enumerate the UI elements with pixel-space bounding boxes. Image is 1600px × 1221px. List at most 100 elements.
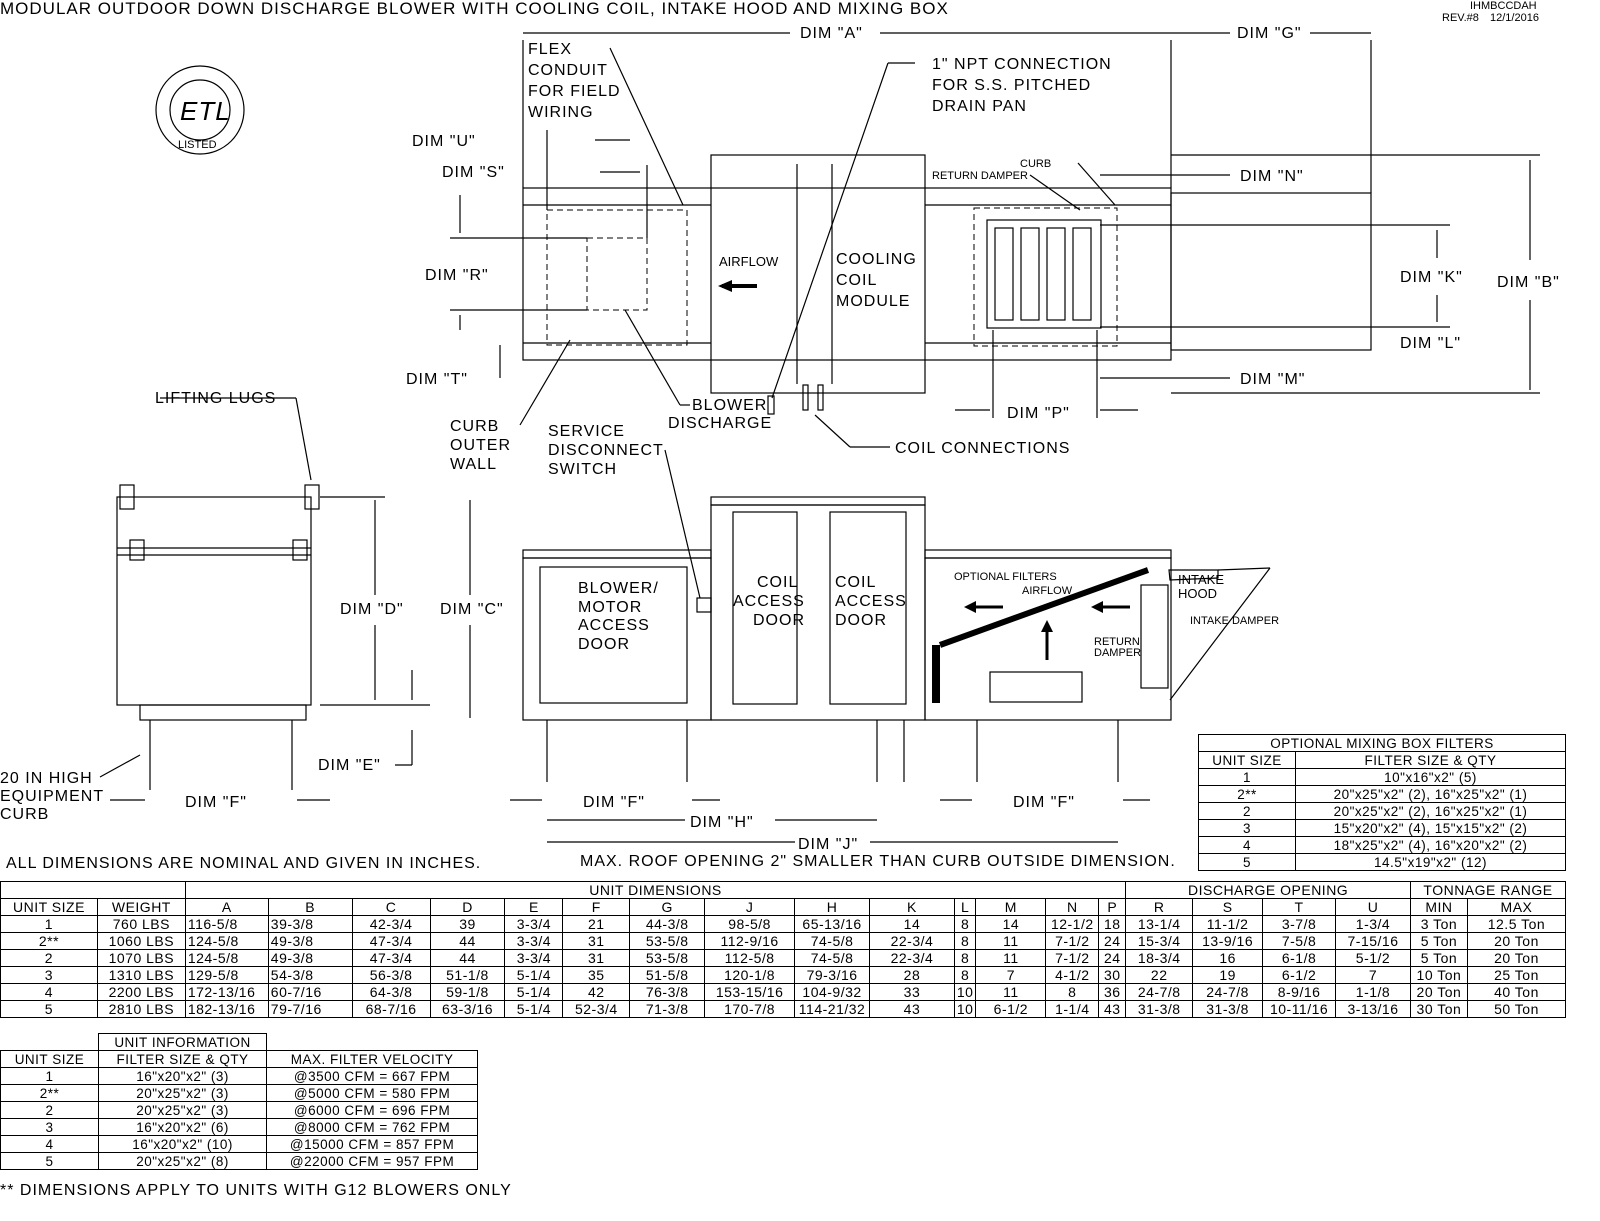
table-cell: 44: [429, 949, 506, 967]
table-cell: 112-5/8: [704, 949, 796, 967]
table-cell: 12-1/2: [1045, 915, 1100, 933]
dim-b-label: DIM "B": [1497, 274, 1560, 291]
table-cell: 31: [562, 949, 631, 967]
table-cell: 40 Ton: [1466, 983, 1567, 1001]
column-header: A: [184, 898, 269, 916]
table-cell: 3 Ton: [1409, 915, 1468, 933]
table-cell: 3: [0, 1118, 99, 1136]
intake-damper-label: INTAKE DAMPER: [1190, 615, 1279, 627]
table-cell: 19: [1192, 966, 1264, 984]
coil-access-door-label-left-2: ACCESS: [733, 593, 805, 610]
table-cell: 11: [975, 983, 1047, 1001]
table-cell: 2: [0, 949, 98, 967]
table-cell: 8-9/16: [1262, 983, 1337, 1001]
column-header: B: [267, 898, 353, 916]
table-cell: 8: [953, 966, 977, 984]
group-header: UNIT DIMENSIONS: [184, 881, 1127, 899]
table-cell: @15000 CFM = 857 FPM: [266, 1135, 478, 1153]
table-cell: 3-3/4: [504, 932, 564, 950]
table-cell: 16"x20"x2" (6): [97, 1118, 268, 1136]
table-cell: 1070 LBS: [96, 949, 186, 967]
table-cell: 11: [975, 932, 1047, 950]
table-cell: 39: [429, 915, 506, 933]
table-cell: 7-1/2: [1045, 932, 1100, 950]
curb-outer-wall-label: CURB: [450, 418, 499, 435]
header-row: OPTIONAL MIXING BOX FILTERS: [1198, 734, 1566, 752]
table-cell: 6-1/2: [1262, 966, 1337, 984]
dim-n-label: DIM "N": [1240, 168, 1304, 185]
table-cell: 22-3/4: [869, 949, 955, 967]
return-damper-label: RETURN DAMPER: [932, 170, 1028, 182]
table-cell: 3-7/8: [1262, 915, 1337, 933]
table-cell: 25 Ton: [1466, 966, 1567, 984]
table-cell: 2: [0, 1101, 99, 1119]
table-cell: 760 LBS: [96, 915, 186, 933]
dim-m-label: DIM "M": [1240, 371, 1305, 388]
table-cell: 98-5/8: [704, 915, 796, 933]
cooling-coil-label-2: COIL: [836, 272, 877, 289]
table-cell: 8: [1045, 983, 1100, 1001]
svg-text:LISTED: LISTED: [178, 139, 217, 151]
dim-s-label: DIM "S": [442, 164, 505, 181]
table-cell: 22-3/4: [869, 932, 955, 950]
table-cell: 10 Ton: [1409, 966, 1468, 984]
table-cell: 79-3/16: [794, 966, 871, 984]
table-cell: 112-9/16: [704, 932, 796, 950]
table-cell: 20"x25"x2" (2), 16"x25"x2" (1): [1295, 785, 1566, 803]
dim-p-label: DIM "P": [1007, 405, 1070, 422]
table-cell: 1: [0, 1067, 99, 1085]
table-cell: 10: [953, 1000, 977, 1018]
table-cell: 1060 LBS: [96, 932, 186, 950]
table-cell: 20 Ton: [1466, 932, 1567, 950]
equipment-curb-label-2: EQUIPMENT: [0, 788, 104, 805]
column-header: WEIGHT: [96, 898, 186, 916]
table-cell: 24-7/8: [1125, 983, 1194, 1001]
table-cell: 53-5/8: [629, 932, 706, 950]
table-cell: 7: [1335, 966, 1411, 984]
dim-u-label: DIM "U": [412, 133, 476, 150]
table-cell: 5: [0, 1152, 99, 1170]
blower-motor-door-label-3: ACCESS: [578, 617, 650, 634]
dim-f-label-end: DIM "F": [185, 794, 247, 811]
dim-e-label: DIM "E": [318, 757, 381, 774]
table-cell: 1-1/8: [1335, 983, 1411, 1001]
table-cell: 4: [0, 983, 98, 1001]
blower-motor-door-label-2: MOTOR: [578, 599, 642, 616]
table-cell: 1: [1198, 768, 1296, 786]
table-cell: 65-13/16: [794, 915, 871, 933]
curb-outer-wall-label-2: OUTER: [450, 437, 511, 454]
drawing-title: MODULAR OUTDOOR DOWN DISCHARGE BLOWER WI…: [0, 0, 949, 18]
table-cell: 10: [953, 983, 977, 1001]
table-cell: 74-5/8: [794, 932, 871, 950]
flex-conduit-label-3: FOR FIELD: [528, 83, 621, 100]
service-disconnect-label-3: SWITCH: [548, 461, 617, 478]
table-cell: 31: [562, 932, 631, 950]
blower-discharge-label-2: DISCHARGE: [668, 415, 772, 432]
column-header: G: [629, 898, 706, 916]
table-cell: 49-3/8: [267, 949, 353, 967]
airflow-label: AIRFLOW: [719, 254, 779, 269]
return-damper-side-label: RETURN: [1094, 636, 1140, 648]
table-cell: 3-3/4: [504, 915, 564, 933]
lifting-lugs-label: LIFTING LUGS: [155, 390, 276, 407]
table-cell: 56-3/8: [351, 966, 431, 984]
table-cell: 116-5/8: [184, 915, 269, 933]
table-cell: 49-3/8: [267, 932, 353, 950]
table-cell: 104-9/32: [794, 983, 871, 1001]
equipment-curb-label: 20 IN HIGH: [0, 770, 93, 787]
dim-r-label: DIM "R": [425, 267, 489, 284]
table-cell: 13-9/16: [1192, 932, 1264, 950]
table-cell: 2200 LBS: [96, 983, 186, 1001]
equipment-curb-label-3: CURB: [0, 806, 49, 823]
table-cell: 3: [1198, 819, 1296, 837]
dim-f-label-side-1: DIM "F": [583, 794, 645, 811]
column-header: F: [562, 898, 631, 916]
curb-outer-wall-label-3: WALL: [450, 456, 497, 473]
column-header: FILTER SIZE & QTY: [1295, 751, 1566, 769]
